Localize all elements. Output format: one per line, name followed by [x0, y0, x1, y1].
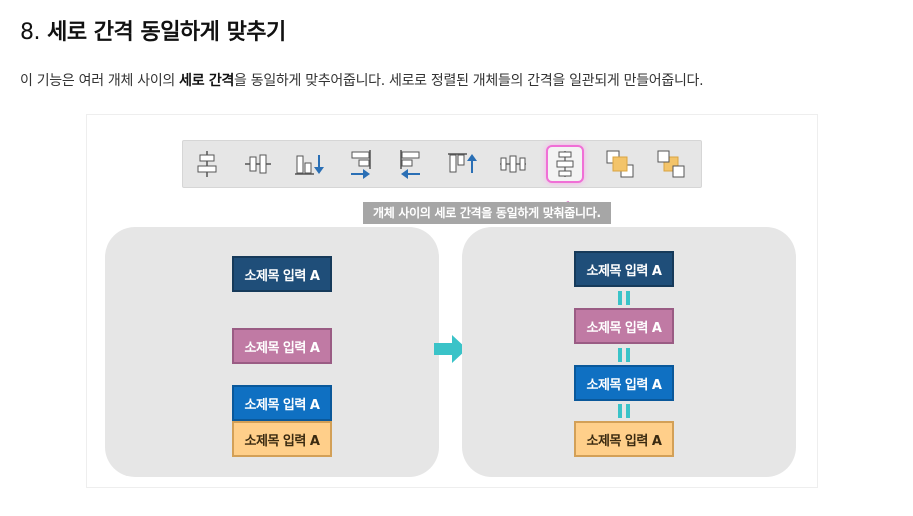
equal-gap-marker	[618, 348, 630, 362]
bring-to-front-icon[interactable]	[601, 145, 639, 183]
subtitle-box: 소제목 입력 A	[574, 421, 674, 457]
align-toolbar	[182, 140, 702, 188]
subtitle-box: 소제목 입력 A	[232, 385, 332, 421]
section-title: 세로 간격 동일하게 맞추기	[47, 20, 286, 45]
align-left-icon[interactable]	[392, 145, 430, 183]
subtitle-box: 소제목 입력 A	[574, 308, 674, 344]
equal-gap-marker	[618, 404, 630, 418]
subtitle-box: 소제목 입력 A	[232, 328, 332, 364]
subtitle-box: 소제목 입력 A	[574, 251, 674, 287]
intro-text-part2: 을 동일하게 맞추어줍니다. 세로로 정렬된 개체들의 간격을 일관되게 만들어…	[234, 73, 704, 89]
illustration-figure: 개체 사이의 세로 간격을 동일하게 맞춰줍니다. 소제목 입력 A 소제목 입…	[86, 114, 818, 488]
equal-gap-marker	[618, 291, 630, 305]
intro-text-part1: 이 기능은 여러 개체 사이의	[20, 73, 180, 89]
align-top-icon[interactable]	[443, 145, 481, 183]
right-arrow-icon	[434, 335, 467, 363]
section-heading: 8. 세로 간격 동일하게 맞추기	[20, 14, 286, 46]
after-panel: 소제목 입력 A 소제목 입력 A 소제목 입력 A 소제목 입력 A	[462, 227, 796, 477]
subtitle-box: 소제목 입력 A	[232, 256, 332, 292]
before-panel: 소제목 입력 A 소제목 입력 A 소제목 입력 A 소제목 입력 A	[105, 227, 439, 477]
tooltip: 개체 사이의 세로 간격을 동일하게 맞춰줍니다.	[363, 202, 611, 224]
subtitle-box: 소제목 입력 A	[574, 365, 674, 401]
align-middle-vertical-icon[interactable]	[239, 145, 277, 183]
intro-paragraph: 이 기능은 여러 개체 사이의 세로 간격을 동일하게 맞추어줍니다. 세로로 …	[20, 70, 704, 90]
section-number: 8.	[20, 20, 41, 45]
align-right-icon[interactable]	[341, 145, 379, 183]
distribute-vertically-icon[interactable]	[546, 145, 584, 183]
align-center-horizontal-icon[interactable]	[188, 145, 226, 183]
distribute-horizontally-icon[interactable]	[494, 145, 532, 183]
intro-bold-text: 세로 간격	[179, 73, 235, 89]
subtitle-box: 소제목 입력 A	[232, 421, 332, 457]
align-bottom-icon[interactable]	[290, 145, 328, 183]
send-to-back-icon[interactable]	[652, 145, 690, 183]
